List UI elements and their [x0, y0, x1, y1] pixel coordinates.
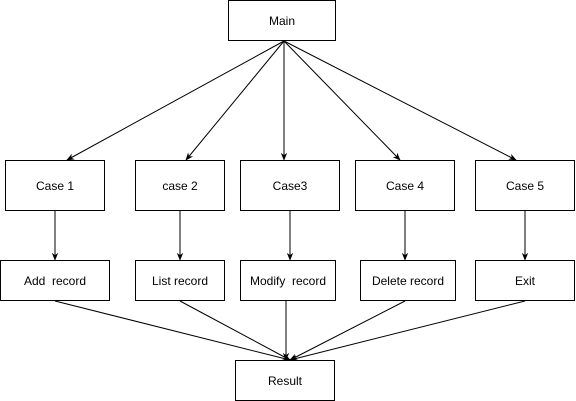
case-2-node: case 2: [135, 160, 225, 211]
main-node: Main: [228, 0, 336, 41]
list-record-to-result-arrow: [179, 300, 291, 361]
exit-node: Exit: [475, 260, 575, 301]
delete-record-to-result-arrow: [289, 300, 406, 361]
main-to-case-1-arrow: [66, 40, 285, 161]
add-record-node: Add record: [0, 260, 110, 301]
main-to-case-5-arrow: [283, 40, 517, 161]
add-record-to-result-arrow: [54, 300, 291, 362]
main-to-case-4-arrow: [283, 40, 401, 161]
case-5-node: Case 5: [475, 160, 575, 211]
result-node: Result: [235, 360, 335, 401]
case-1-node: Case 1: [5, 160, 105, 211]
modify-record-node: Modify record: [240, 260, 336, 301]
delete-record-node: Delete record: [360, 260, 456, 301]
exit-to-result-arrow: [289, 300, 526, 362]
main-to-case-2-arrow: [185, 40, 285, 161]
case-4-node: Case 4: [355, 160, 455, 211]
list-record-node: List record: [135, 260, 225, 301]
case-3-node: Case3: [240, 160, 340, 211]
